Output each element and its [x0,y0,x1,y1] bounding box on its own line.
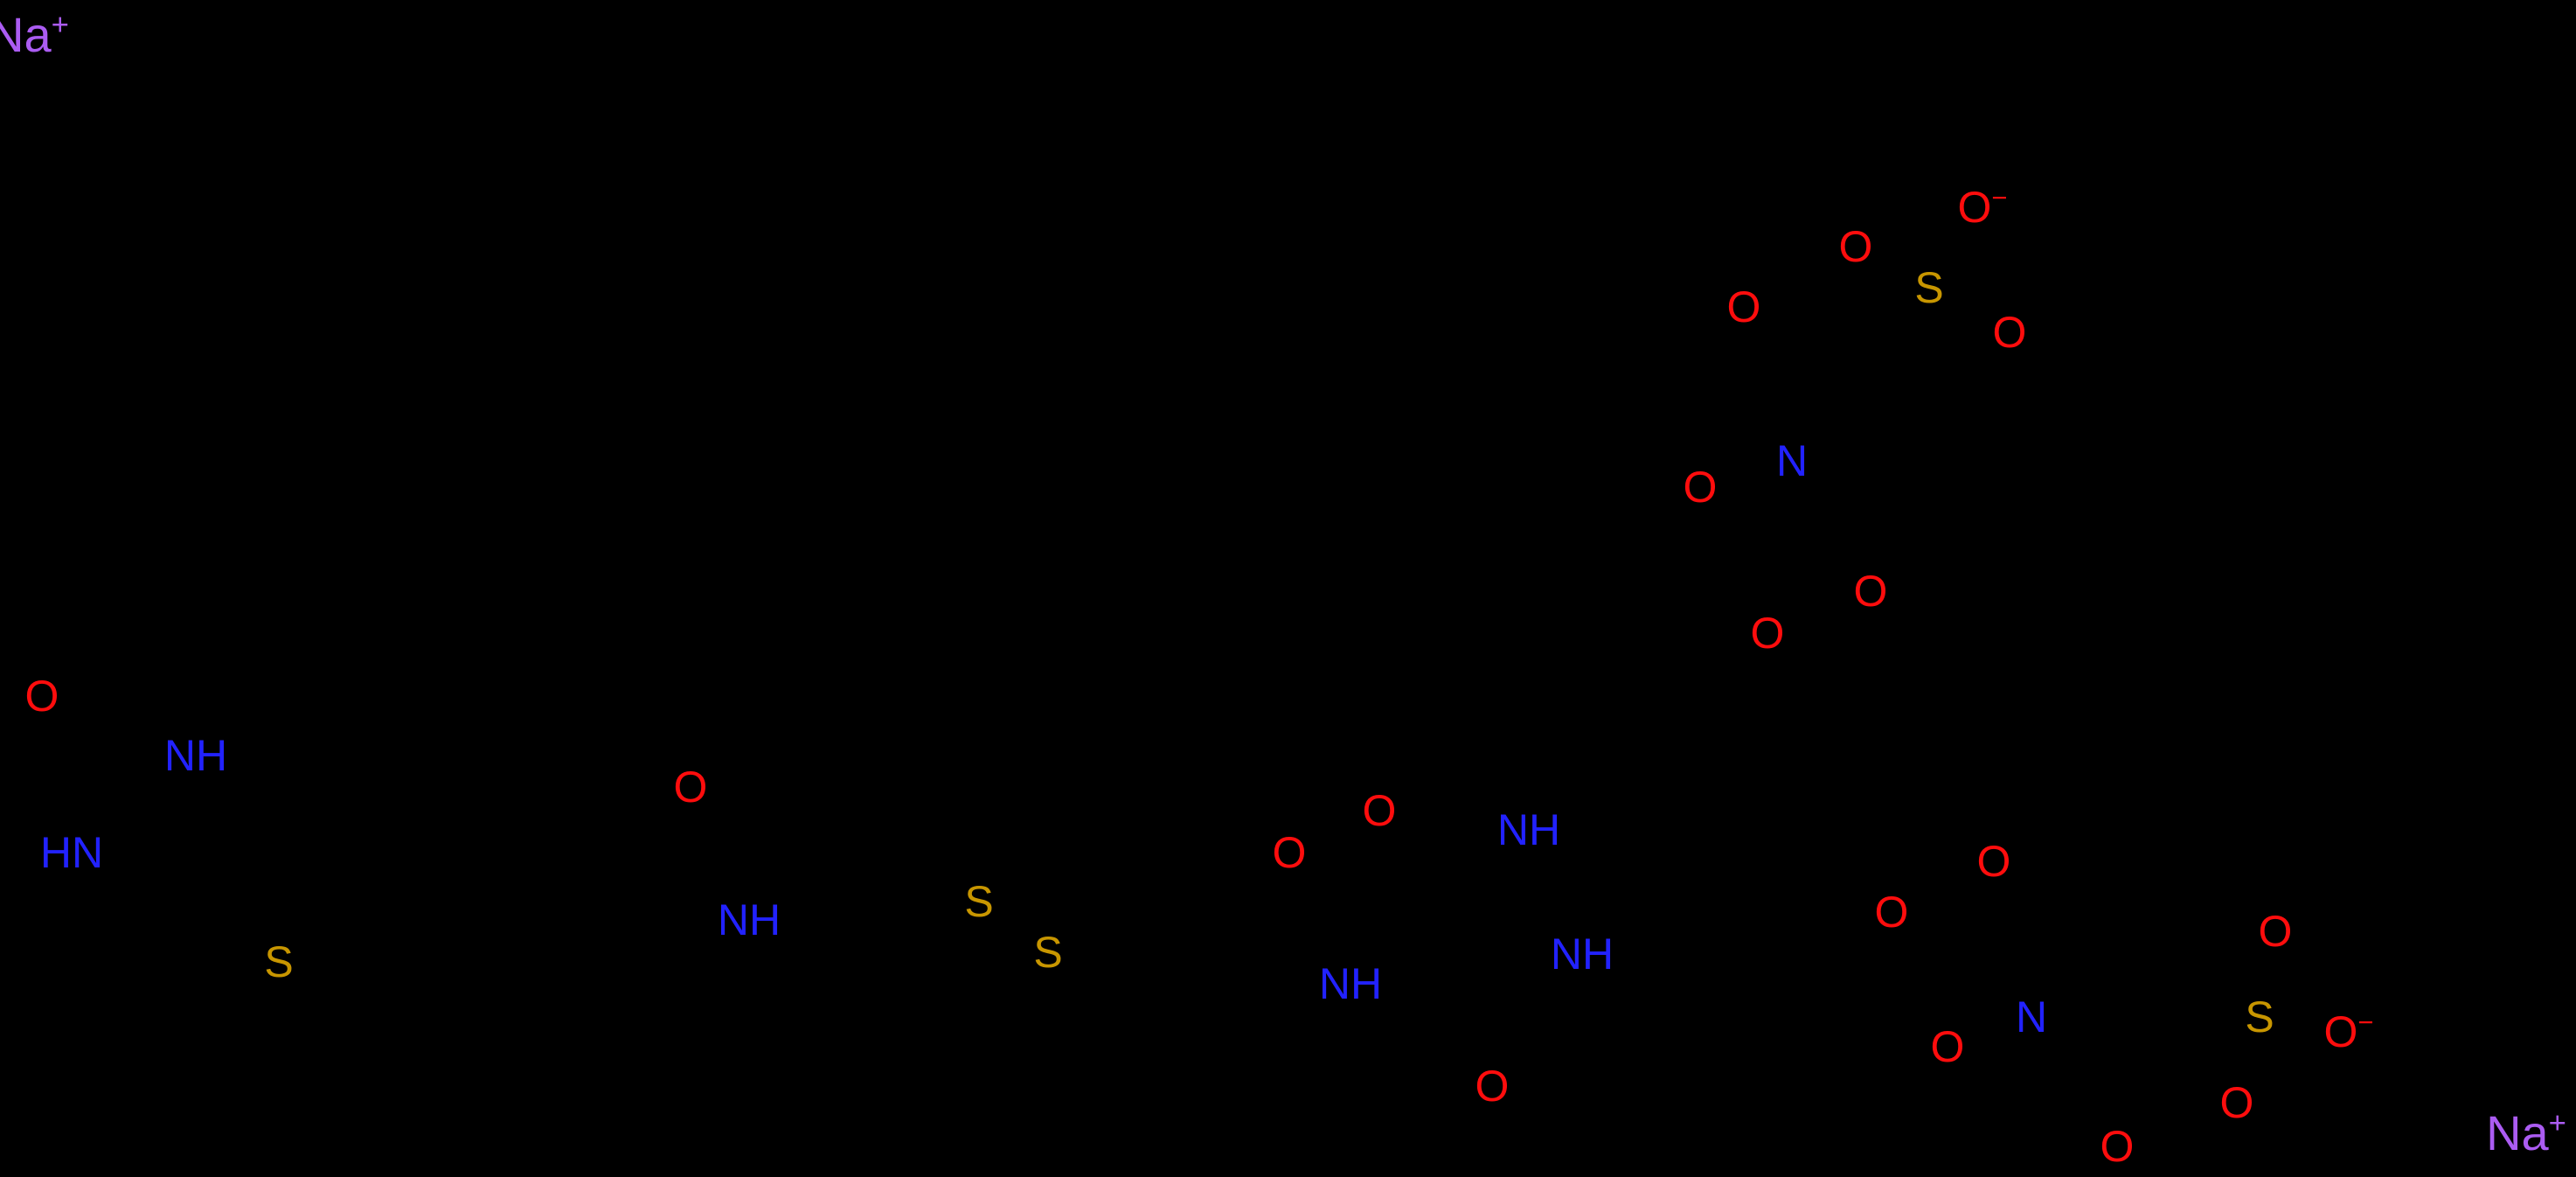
atom-label-o-sulfo-lo-3: O [2220,1081,2254,1125]
atom-label-o-sulfo-lo-2: O− [2323,1007,2373,1056]
element-symbol: S [264,937,294,986]
atom-label-o-ester-lo-2: O [1875,890,1909,934]
element-symbol: HN [39,828,104,877]
element-symbol: O [1992,308,2027,357]
atom-label-o-ester-up: O [1751,611,1785,655]
atom-label-n-nhs-lo: N [2016,995,2047,1039]
element-symbol: S [964,877,994,926]
element-symbol: N [1775,436,1809,485]
formal-charge: + [2548,1106,2566,1140]
element-symbol: NH [163,731,228,780]
atom-label-s-biotin-ring: S [264,940,293,984]
element-symbol: O [1475,1062,1510,1111]
element-symbol: NH [1318,959,1383,1008]
atom-label-o-nhs-up-2: O [1684,465,1718,509]
element-symbol: O [1750,609,1785,658]
element-symbol: S [2245,992,2274,1041]
element-symbol: O [1362,786,1397,835]
atom-label-nh-amide-4: NH [1551,932,1614,976]
element-symbol: O [1957,183,1992,232]
element-symbol: O [2219,1078,2254,1127]
formal-charge: − [1991,182,2008,213]
element-symbol: Na [0,7,52,62]
atom-label-nh-amide-3: NH [1497,808,1560,852]
element-symbol: NH [1550,930,1614,979]
atom-label-s-sulfonate-1: S [1914,266,1943,310]
element-symbol: O [1930,1022,1965,1071]
atom-label-nh-amide-2: NH [1319,962,1382,1006]
atom-label-o-ester-1: O [1273,831,1307,874]
atom-label-o-nhs-lo-2: O [2100,1125,2135,1168]
element-symbol: O [24,672,59,721]
atom-label-o-carbonyl-1: O [1363,789,1397,832]
element-symbol: O [1272,828,1307,877]
element-symbol: N [2015,992,2048,1041]
element-symbol: O [1683,463,1718,512]
atom-label-o-sulfo-up-3: O [1993,310,2027,354]
atom-label-na-top-left: Na+ [0,10,69,59]
element-symbol: O [1976,837,2011,886]
element-symbol: NH [1496,805,1561,854]
atom-label-o-biotin-urea: O [25,674,59,718]
element-symbol: O [2258,907,2293,956]
atom-label-n-nhs-up: N [1776,439,1808,483]
element-symbol: S [1914,263,1944,312]
atom-label-o-nhs-lo-1: O [1931,1025,1965,1069]
formal-charge: + [51,8,69,42]
element-symbol: O [1838,222,1873,271]
atom-label-o-sulfo-up-1: O [1839,225,1873,268]
atom-label-nh-amide-1: NH [718,898,781,942]
atom-label-s-sulfonate-2: S [2245,995,2274,1039]
atom-label-o-ester-lo-1: O [1977,839,2011,883]
atom-label-o-carbonyl-2: O [1475,1064,1510,1108]
formal-charge: − [2357,1006,2374,1038]
atom-label-o-amide-1: O [674,765,708,809]
atom-label-o-sulfo-lo-1: O [2259,909,2293,953]
atom-label-o-sulfo-up-2: O− [1957,182,2008,232]
element-symbol: NH [717,895,781,944]
element-symbol: S [1033,928,1063,977]
element-symbol: O [1726,282,1761,331]
element-symbol: O [2100,1122,2135,1171]
atom-label-na-bottom-right: Na+ [2486,1106,2566,1158]
element-symbol: Na [2486,1105,2549,1160]
atom-label-s-disulf-2: S [1033,930,1062,974]
atom-label-nh-biotin-top: NH [164,734,227,777]
element-symbol: O [1874,888,1909,937]
element-symbol: O [2323,1007,2358,1056]
atom-label-o-nhs-up-3: O [1854,569,1888,613]
atom-label-s-disulf-1: S [964,880,993,923]
element-symbol: O [673,763,708,811]
atom-label-o-nhs-up-1: O [1727,285,1761,329]
atom-label-hn-biotin-bot: HN [40,831,103,874]
element-symbol: O [1853,567,1888,616]
